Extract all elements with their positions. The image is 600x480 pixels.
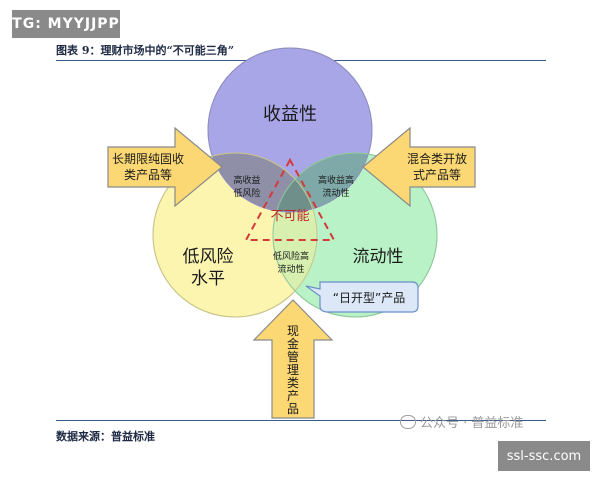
bottom-rule [56, 420, 546, 421]
left-arrow-label-line2: 类产品等 [124, 168, 172, 182]
return-label: 收益性 [263, 104, 317, 125]
lowrisk-liquidity-label-line2: 流动性 [277, 263, 304, 275]
return-liquidity-label-line1: 高收益高 [318, 174, 354, 186]
right-arrow-label-line1: 混合类开放 [407, 151, 467, 166]
return-lowrisk-label-line2: 低风险 [233, 187, 260, 199]
return-lowrisk-overlap [208, 153, 317, 212]
right-arrow-label-line2: 式产品等 [413, 168, 461, 182]
bottom-arrow [252, 299, 334, 419]
bottom-arrow-char: 现 [287, 324, 299, 338]
site-badge: ssl-ssc.com [498, 441, 590, 471]
channel-tag: TG: MYYJJPP [12, 10, 120, 38]
return-lowrisk-label-line1: 高收益 [233, 174, 260, 186]
bottom-arrow-char: 理 [287, 363, 299, 377]
impossible-triangle [244, 157, 336, 241]
wechat-icon [400, 414, 416, 429]
bottom-arrow-char: 管 [287, 349, 299, 364]
bottom-arrow-char: 金 [287, 336, 299, 351]
callout-label: “日开型”产品 [333, 291, 405, 305]
left-arrow [107, 126, 223, 208]
source-note: 数据来源：普益标准 [56, 430, 155, 443]
watermark: 公众号 · 普益标准 [400, 412, 523, 431]
low-risk-label-line1: 低风险 [183, 247, 234, 267]
right-arrow [362, 126, 476, 208]
watermark-text: 公众号 · 普益标准 [420, 416, 524, 431]
bottom-arrow-label: 现 金 管 理 类 产 品 [287, 324, 299, 416]
lowrisk-liquidity-label-line1: 低风险高 [273, 250, 309, 262]
figure-title: 图表 9：理财市场中的“不可能三角” [56, 44, 235, 57]
callout-box [305, 281, 419, 313]
left-arrow-label-line1: 长期限纯固收 [112, 152, 184, 166]
impossible-label: 不可能 [270, 209, 309, 224]
bottom-arrow-char: 类 [287, 376, 299, 390]
liquidity-label: 流动性 [353, 247, 404, 267]
return-liquidity-overlap [273, 153, 372, 212]
low-risk-label-line2: 水平 [191, 269, 225, 289]
return-liquidity-label-line2: 流动性 [322, 187, 349, 199]
bottom-arrow-char: 产 [287, 389, 299, 403]
bottom-arrow-char: 品 [287, 402, 299, 416]
